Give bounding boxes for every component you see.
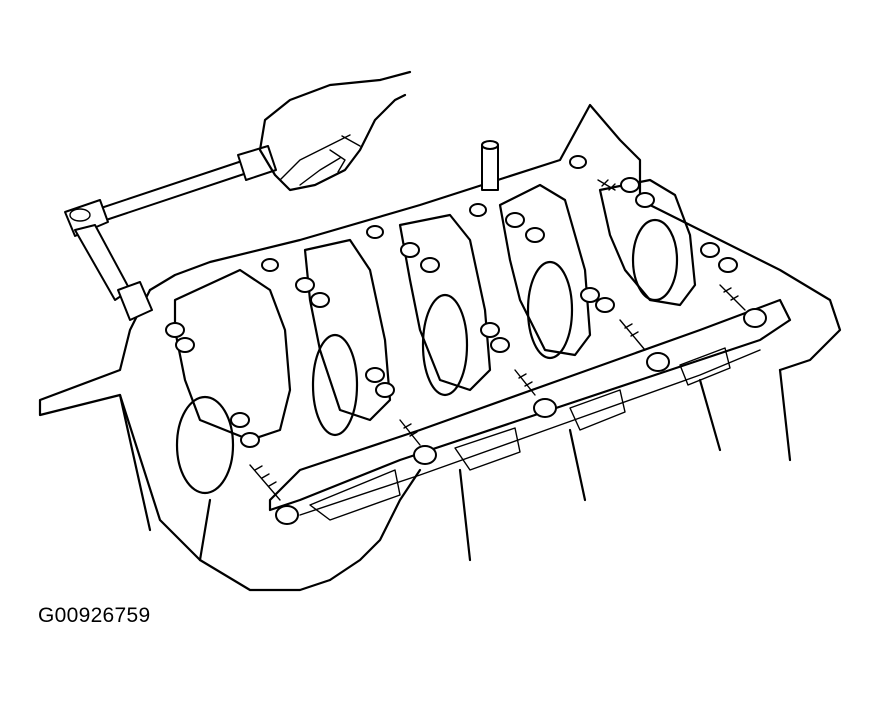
pan-rail-pockets — [309, 347, 731, 521]
torque-wrench — [64, 145, 277, 321]
dowel-pin — [481, 140, 499, 191]
figure-id-label: G00926759 — [38, 604, 151, 627]
bolt-heads — [165, 155, 738, 448]
side-bolts — [249, 179, 767, 525]
engine-block-outline — [38, 103, 842, 592]
hand — [258, 70, 412, 192]
main-bearing-bulkheads — [173, 178, 697, 495]
